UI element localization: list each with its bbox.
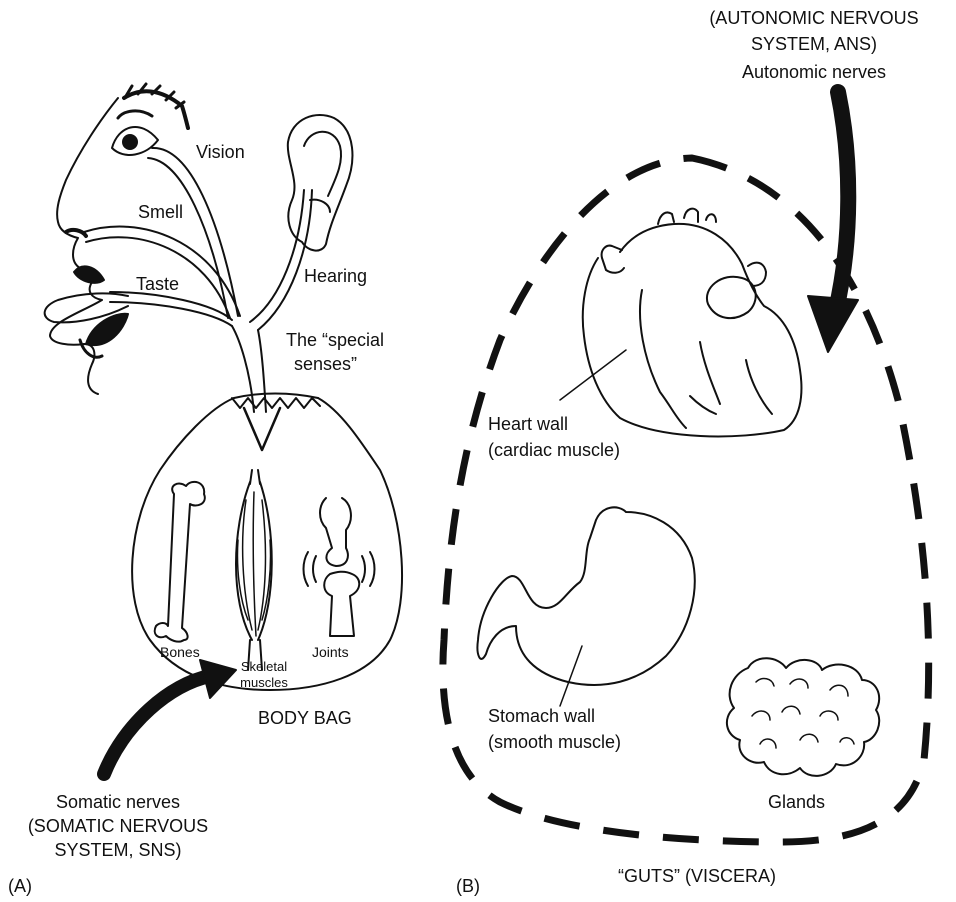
somatic-nerves-label-line1: Somatic nerves [0,792,236,813]
somatic-nerves-label-line3: SYSTEM, SNS) [0,840,236,861]
skeletal-muscles-label-line2: muscles [234,676,294,691]
somatic-nerves-label-line2: (SOMATIC NERVOUS [0,816,236,837]
body-bag-label: BODY BAG [258,708,352,729]
skeletal-muscles-label-line1: Skeletal [234,660,294,675]
ear-drawing [288,115,353,251]
heart-drawing [583,209,802,437]
autonomic-label-line3: Autonomic nerves [680,62,948,83]
skeletal-muscle-drawing [236,470,272,670]
bone-drawing [155,482,205,642]
smell-label: Smell [138,202,183,223]
stomach-label-leader [560,646,582,706]
vision-label: Vision [196,142,245,163]
stomach-wall-label-line2: (smooth muscle) [488,732,621,753]
stomach-wall-label-line1: Stomach wall [488,706,595,727]
special-senses-label-line2: senses” [294,354,357,375]
special-sense-nerves [84,148,312,450]
autonomic-label-line1: (AUTONOMIC NERVOUS [680,8,948,29]
autonomic-nerves-arrow [836,92,848,310]
heart-wall-label-line2: (cardiac muscle) [488,440,620,461]
autonomic-label-line2: SYSTEM, ANS) [680,34,948,55]
joints-label: Joints [312,644,349,660]
bones-label: Bones [160,644,200,660]
guts-viscera-label: “GUTS” (VISCERA) [618,866,776,887]
hearing-label: Hearing [304,266,367,287]
panel-a-label: (A) [8,876,32,897]
glands-label: Glands [768,792,825,813]
panel-b-label: (B) [456,876,480,897]
heart-label-leader [560,350,626,400]
joint-drawing [304,498,375,636]
glands-drawing [727,658,879,776]
face-profile [45,84,188,394]
heart-wall-label-line1: Heart wall [488,414,568,435]
stomach-drawing [477,507,694,685]
special-senses-label-line1: The “special [286,330,384,351]
taste-label: Taste [136,274,179,295]
somatic-nerves-arrow [104,676,210,774]
